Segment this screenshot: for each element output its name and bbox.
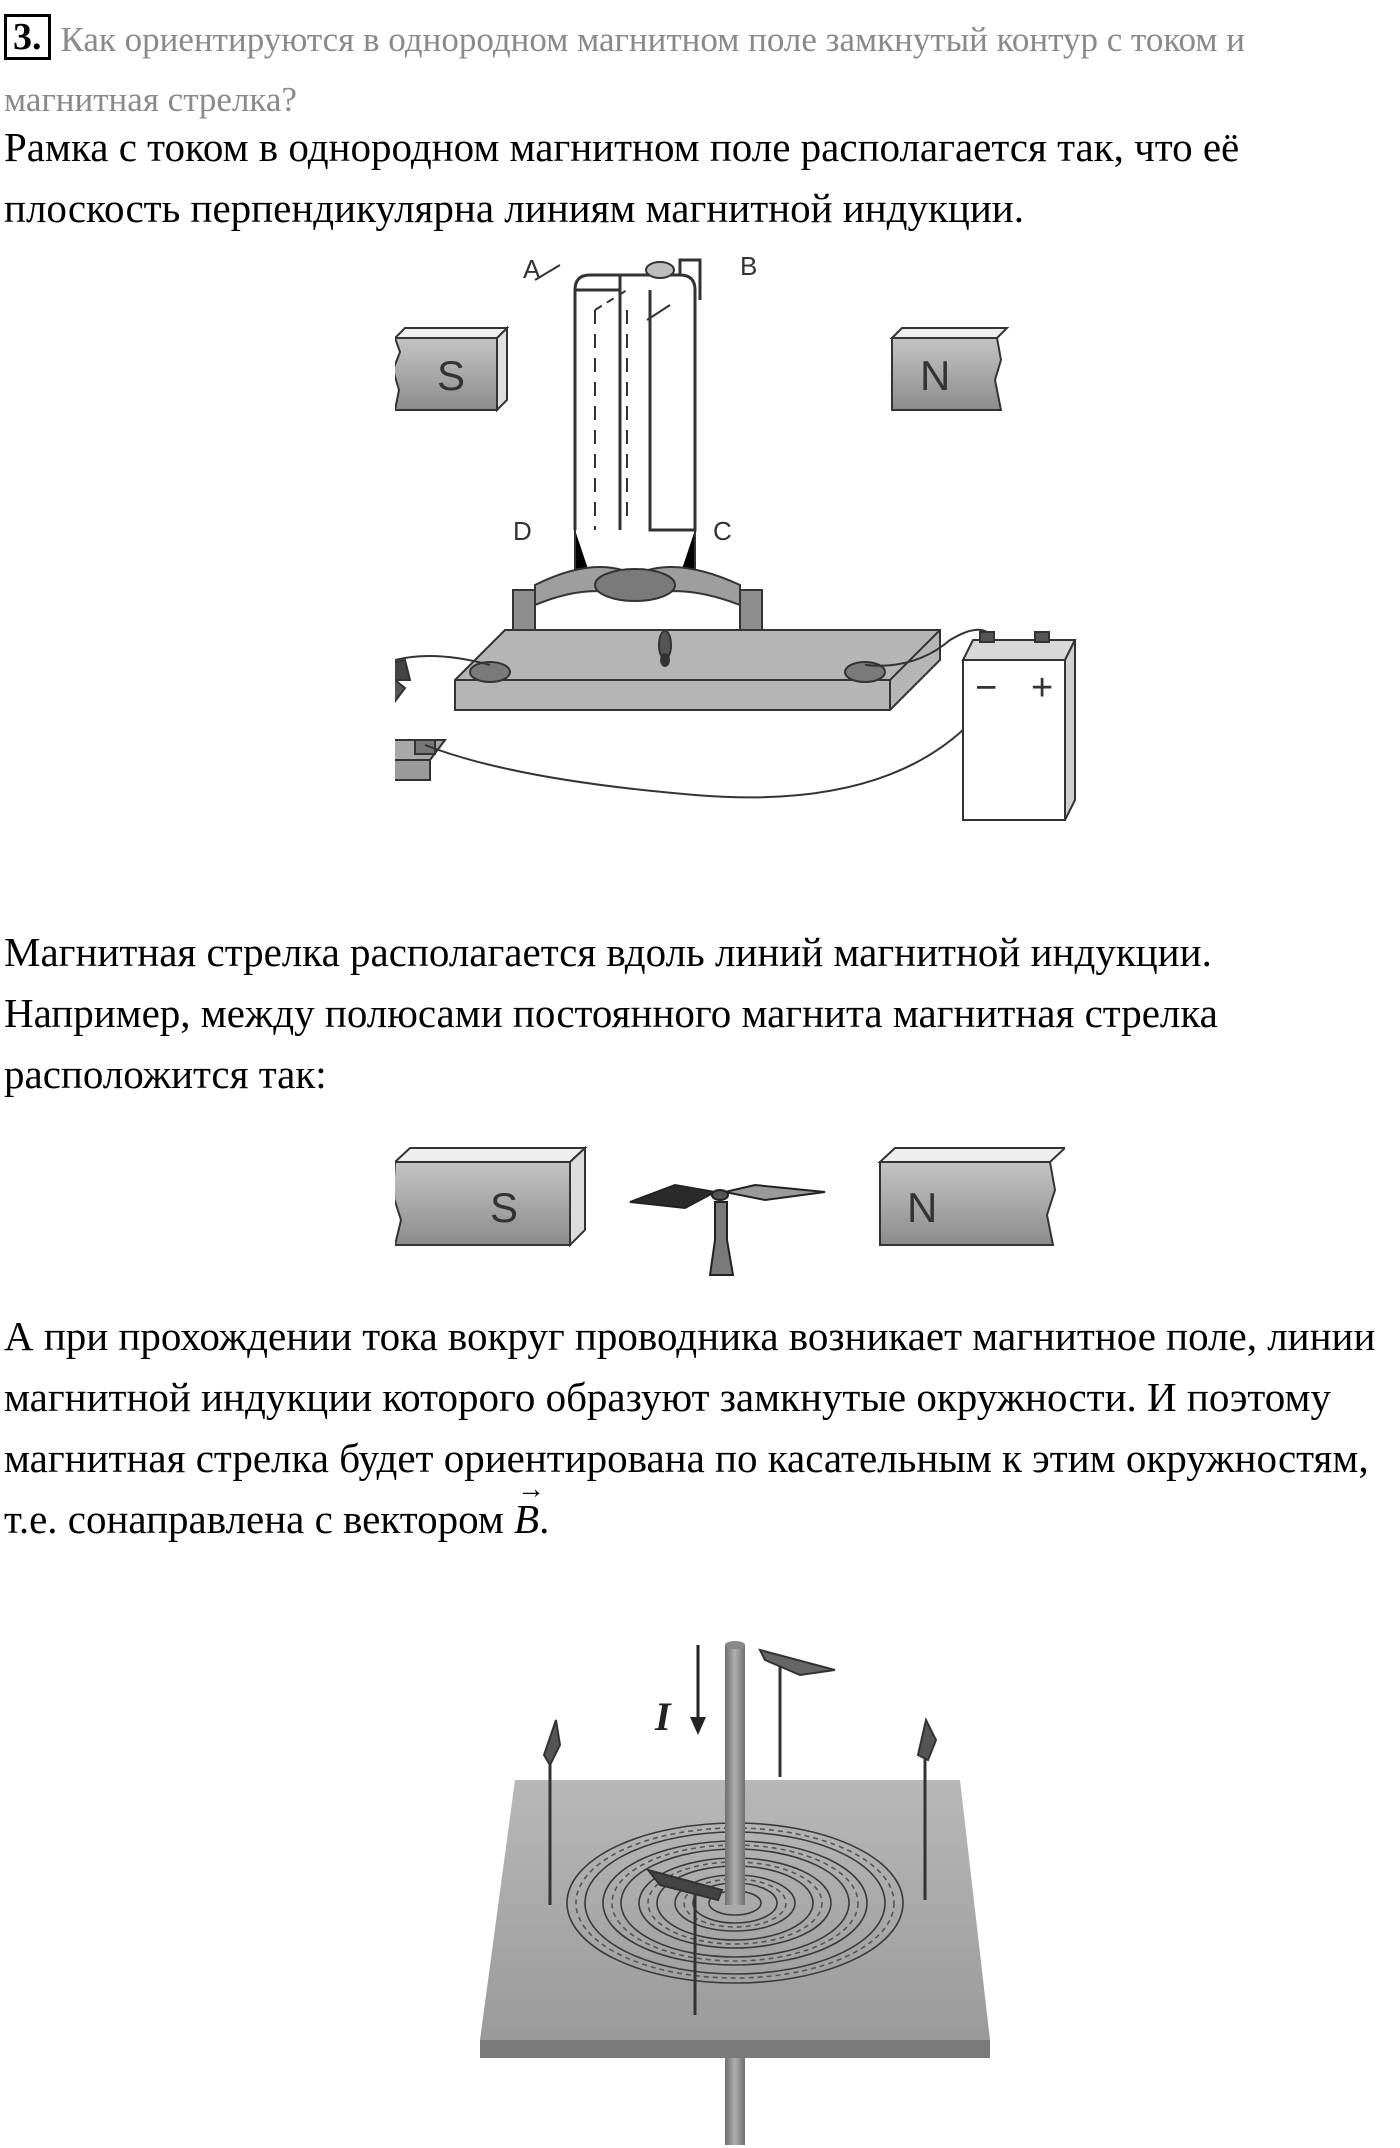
point-a-label: A bbox=[523, 254, 541, 284]
wires bbox=[395, 628, 988, 799]
pivot-top bbox=[645, 261, 675, 279]
compass-needles bbox=[542, 1648, 938, 2015]
question-number: 3. bbox=[4, 14, 51, 60]
stand bbox=[454, 530, 941, 711]
pole-label-n: N bbox=[920, 352, 950, 399]
magnet-s-2: S bbox=[395, 1145, 588, 1248]
figure-current-loop: S N A B C D bbox=[395, 251, 1077, 821]
answer-paragraph-1: Рамка с током в однородном магнитном пол… bbox=[4, 124, 1240, 231]
point-c-label: C bbox=[713, 516, 732, 546]
question-header: 3.Как ориентируются в однородном магнитн… bbox=[4, 10, 1394, 130]
switch bbox=[395, 658, 447, 781]
magnet-n: N bbox=[889, 327, 1010, 411]
conductor-upper bbox=[725, 1645, 745, 1905]
point-d-label: D bbox=[513, 516, 532, 546]
pole-label-n-2: N bbox=[907, 1184, 937, 1231]
answer-paragraph-3: А при прохождении тока вокруг проводника… bbox=[4, 1306, 1396, 1550]
compass-needle bbox=[629, 1183, 826, 1276]
pole-label-s: S bbox=[437, 352, 465, 399]
answer-paragraph-3-text: А при прохождении тока вокруг проводника… bbox=[4, 1313, 1376, 1542]
question-text: Как ориентируются в однородном магнитном… bbox=[4, 20, 1246, 119]
battery: − + bbox=[961, 631, 1077, 821]
conductor-top bbox=[725, 1641, 745, 1649]
battery-plus-label: + bbox=[1031, 667, 1053, 709]
conductor-lower bbox=[725, 2045, 745, 2145]
current-label: I bbox=[654, 1694, 672, 1739]
answer-paragraph-2: Магнитная стрелка располагается вдоль ли… bbox=[4, 929, 1218, 1097]
current-frame bbox=[534, 258, 702, 532]
vector-b: B bbox=[514, 1459, 545, 1550]
figure-conductor-field: I bbox=[480, 1641, 990, 2145]
magnet-s: S bbox=[395, 325, 510, 413]
plate bbox=[480, 1780, 990, 2058]
figure-magnet-needle: S N bbox=[395, 1145, 1065, 1276]
battery-minus-label: − bbox=[975, 667, 997, 709]
pole-label-s-2: S bbox=[490, 1184, 518, 1231]
magnet-n-2: N bbox=[877, 1147, 1065, 1246]
current-arrow: I bbox=[654, 1645, 706, 1739]
point-b-label: B bbox=[740, 251, 757, 281]
